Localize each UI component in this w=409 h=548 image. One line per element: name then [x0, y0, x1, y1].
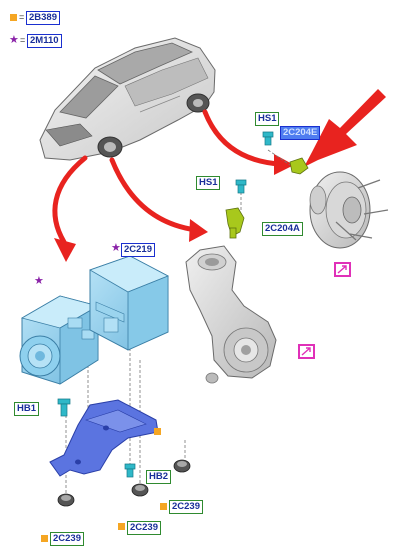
- callout-2c239-left[interactable]: 2C239: [50, 532, 84, 546]
- square-marker-grommet-right: [160, 503, 167, 510]
- legend-star-equals: =: [20, 35, 26, 45]
- square-marker-bracket: [154, 428, 161, 435]
- star-marker-abs-unit: ★: [34, 275, 44, 287]
- steering-knuckle: [185, 245, 277, 384]
- red-arrowheads: [54, 89, 386, 262]
- legend-star-code[interactable]: 2M110: [27, 34, 62, 48]
- callout-hb1[interactable]: HB1: [14, 402, 40, 416]
- callout-2c219[interactable]: 2C219: [121, 243, 155, 257]
- red-arrows: [52, 109, 283, 245]
- callout-hb2[interactable]: HB2: [146, 470, 172, 484]
- callout-hs1-top[interactable]: HS1: [255, 112, 280, 126]
- callout-hs1-mid[interactable]: HS1: [196, 176, 221, 190]
- hub-reference-icon[interactable]: [334, 262, 351, 277]
- rubber-grommets: [57, 459, 191, 507]
- square-marker-grommet-mid: [118, 523, 125, 530]
- legend-square-code[interactable]: 2B389: [26, 11, 60, 25]
- abs-modulator-unit: [19, 295, 100, 385]
- legend-square-equals: =: [19, 12, 25, 22]
- callout-2c239-right[interactable]: 2C239: [169, 500, 203, 514]
- mounting-bracket: [49, 399, 159, 477]
- square-marker-grommet-left: [41, 535, 48, 542]
- fasteners: [57, 131, 274, 478]
- wheel-hub: [309, 171, 389, 249]
- legend-square-marker: [10, 14, 17, 21]
- knuckle-reference-icon[interactable]: [298, 344, 315, 359]
- callout-2c204e[interactable]: 2C204E: [280, 126, 321, 140]
- star-marker-module: ★: [111, 242, 121, 254]
- wheel-speed-sensors: [225, 157, 309, 239]
- vehicle-illustration: [39, 37, 216, 161]
- control-module: [89, 255, 169, 351]
- callout-2c239-mid[interactable]: 2C239: [127, 521, 161, 535]
- callout-2c204a[interactable]: 2C204A: [262, 222, 303, 236]
- legend-star-icon: ★: [9, 34, 19, 46]
